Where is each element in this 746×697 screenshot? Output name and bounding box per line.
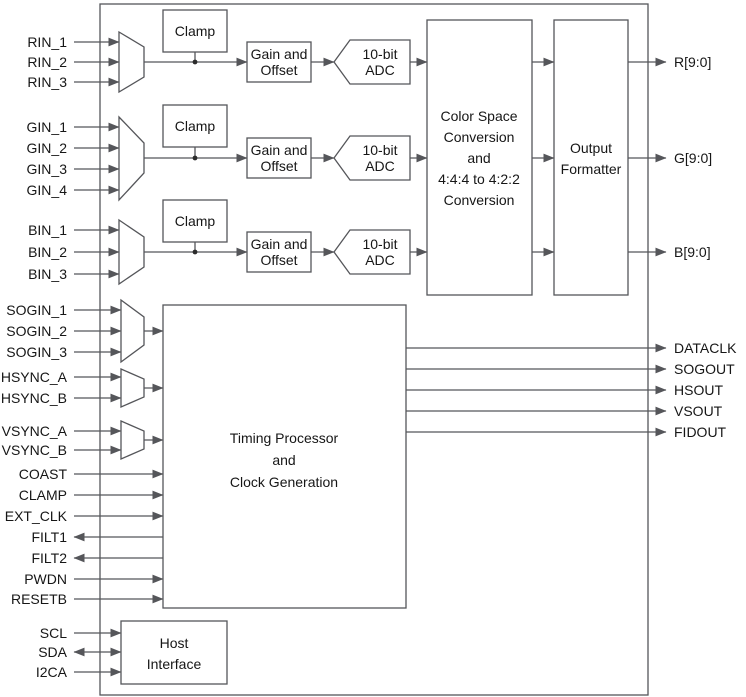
red-gain-offset-block: [246, 41, 312, 83]
timing-block-outline: [162, 304, 407, 609]
pin-label-sogin-3: SOGIN_3: [6, 344, 67, 360]
pin-label-g-bus: G[9:0]: [674, 150, 712, 166]
blue-gain-offset-label-line2: Offset: [260, 252, 297, 268]
pin-label-gin-3: GIN_3: [27, 161, 68, 177]
timing-label-line1: Timing Processor: [230, 430, 339, 446]
blue-gain-offset-label-line1: Gain and: [251, 236, 308, 252]
csc-label-line2: Conversion: [444, 129, 515, 145]
csc-block-outline: [426, 19, 533, 296]
red-channel: RIN_1 RIN_2 RIN_3 Clamp Gain and Offset …: [27, 9, 711, 94]
green-gain-offset-label-line2: Offset: [260, 158, 297, 174]
pin-label-sda: SDA: [38, 644, 67, 660]
blue-clamp-label: Clamp: [175, 213, 216, 229]
csc-label-line1: Color Space: [440, 108, 517, 124]
pin-label-sogin-2: SOGIN_2: [6, 323, 67, 339]
green-gain-offset-block: [246, 137, 312, 179]
blue-gain-offset-block: [246, 231, 312, 273]
pin-label-clamp: CLAMP: [19, 487, 67, 503]
red-clamp-junction-dot: [192, 59, 198, 65]
pin-label-gin-1: GIN_1: [27, 119, 68, 135]
vsync-input-mux: [120, 420, 145, 460]
green-adc-label-line2: ADC: [365, 158, 395, 174]
green-channel: GIN_1 GIN_2 GIN_3 GIN_4 Clamp Gain and O…: [27, 104, 712, 202]
green-clamp-label: Clamp: [175, 118, 216, 134]
red-input-mux: [118, 30, 145, 94]
pin-label-filt2: FILT2: [31, 550, 67, 566]
output-formatter-label-line2: Formatter: [561, 161, 622, 177]
pin-label-ext-clk: EXT_CLK: [5, 508, 68, 524]
blue-input-mux: [118, 218, 145, 286]
pin-label-i2ca: I2CA: [36, 664, 68, 680]
pin-label-gin-2: GIN_2: [27, 140, 68, 156]
green-clamp-block: [162, 104, 228, 148]
green-adc-label-line1: 10-bit: [362, 142, 397, 158]
pin-label-vsync-a: VSYNC_A: [2, 423, 68, 439]
red-adc-label-line1: 10-bit: [362, 46, 397, 62]
host-interface-block: [120, 620, 228, 685]
pin-label-dataclk: DATACLK: [674, 340, 737, 356]
red-adc-label-line2: ADC: [365, 62, 395, 78]
pin-label-hsync-a: HSYNC_A: [1, 369, 68, 385]
red-clamp-label: Clamp: [175, 23, 216, 39]
red-gain-offset-label-line2: Offset: [260, 62, 297, 78]
pin-label-vsync-b: VSYNC_B: [2, 442, 67, 458]
pin-label-sogin-1: SOGIN_1: [6, 302, 67, 318]
red-gain-offset-label-line1: Gain and: [251, 46, 308, 62]
timing-output-pins: DATACLK SOGOUT HSOUT VSOUT FIDOUT: [406, 340, 737, 440]
pin-label-b-bus: B[9:0]: [674, 244, 711, 260]
green-gain-offset-label-line1: Gain and: [251, 142, 308, 158]
pin-label-pwdn: PWDN: [24, 571, 67, 587]
blue-channel: BIN_1 BIN_2 BIN_3 Clamp Gain and Offset …: [28, 199, 711, 286]
csc-label-line4: 4:4:4 to 4:2:2: [438, 171, 520, 187]
blue-adc-label-line1: 10-bit: [362, 236, 397, 252]
pin-label-coast: COAST: [19, 466, 68, 482]
pin-label-gin-4: GIN_4: [27, 182, 68, 198]
pin-label-vsout: VSOUT: [674, 403, 723, 419]
hsync-input-mux: [120, 368, 145, 408]
output-formatter-label-line1: Output: [570, 140, 612, 156]
host-interface-label-line1: Host: [160, 635, 189, 651]
host-interface-group: SCL SDA I2CA Host Interface: [36, 620, 228, 685]
pin-label-filt1: FILT1: [31, 529, 67, 545]
green-input-mux: [118, 115, 145, 202]
pin-label-resetb: RESETB: [11, 591, 67, 607]
pin-label-hsync-b: HSYNC_B: [1, 390, 67, 406]
output-formatter-block: Output Formatter: [553, 19, 629, 296]
pin-label-bin-1: BIN_1: [28, 222, 67, 238]
output-formatter-outline: [553, 19, 629, 296]
pin-label-scl: SCL: [40, 625, 67, 641]
pin-label-rin-3: RIN_3: [27, 74, 67, 90]
host-interface-label-line2: Interface: [147, 656, 202, 672]
timing-control-pins: COAST CLAMP EXT_CLK FILT1 FILT2 PWDN RES…: [5, 466, 164, 607]
blue-adc-label-line2: ADC: [365, 252, 395, 268]
timing-label-line3: Clock Generation: [230, 474, 338, 490]
sog-mux-group: SOGIN_1 SOGIN_2 SOGIN_3: [6, 298, 164, 364]
hsync-mux-group: HSYNC_A HSYNC_B: [1, 368, 164, 408]
pin-label-sogout: SOGOUT: [674, 361, 735, 377]
pin-label-rin-2: RIN_2: [27, 54, 67, 70]
timing-processor-block: Timing Processor and Clock Generation: [162, 304, 407, 609]
pin-label-rin-1: RIN_1: [27, 34, 67, 50]
pin-label-hsout: HSOUT: [674, 382, 723, 398]
vsync-mux-group: VSYNC_A VSYNC_B: [2, 420, 164, 460]
timing-label-line2: and: [272, 452, 295, 468]
pin-label-bin-3: BIN_3: [28, 266, 67, 282]
color-space-conversion-block: Color Space Conversion and 4:4:4 to 4:2:…: [426, 19, 533, 296]
pin-label-fidout: FIDOUT: [674, 424, 727, 440]
green-clamp-junction-dot: [192, 155, 198, 161]
csc-label-line3: and: [467, 150, 490, 166]
pin-label-bin-2: BIN_2: [28, 244, 67, 260]
sog-input-mux: [120, 298, 145, 364]
csc-label-line5: Conversion: [444, 192, 515, 208]
blue-clamp-junction-dot: [192, 249, 198, 255]
pin-label-r-bus: R[9:0]: [674, 54, 711, 70]
